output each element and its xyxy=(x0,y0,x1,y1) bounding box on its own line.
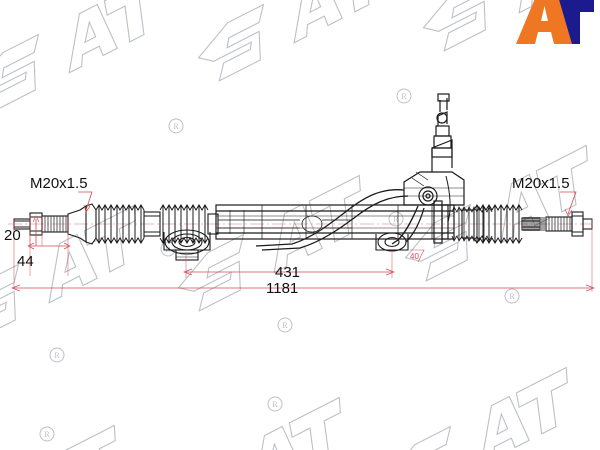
dim-label-thread-left: M20x1.5 xyxy=(30,175,88,192)
dim-label-port-angle: 40 xyxy=(410,252,419,261)
logo-letter-a-shape xyxy=(516,0,572,44)
rack-housing xyxy=(215,200,455,244)
dim-label-mount-span: 431 xyxy=(275,264,301,281)
dim-label-total-len: 1181 xyxy=(266,280,299,297)
pinion-valve-housing xyxy=(403,93,465,206)
right-tie-rod-assembly xyxy=(461,204,593,244)
dim-label-stud-dia: 20 xyxy=(4,227,21,244)
leader-thread-right xyxy=(560,191,577,215)
dim-label-stud-len: 44 xyxy=(17,253,34,270)
rack-mount-bracket-right xyxy=(375,232,409,252)
inner-rack-shaft xyxy=(218,210,352,234)
leader-thread-left xyxy=(78,191,93,211)
dim-label-thread-right: M20x1.5 xyxy=(512,175,570,192)
dimension-lines xyxy=(11,191,595,292)
sat-logo-svg xyxy=(516,0,594,44)
sat-brand-logo xyxy=(514,0,594,50)
rack-mount-bracket-left xyxy=(163,229,211,261)
